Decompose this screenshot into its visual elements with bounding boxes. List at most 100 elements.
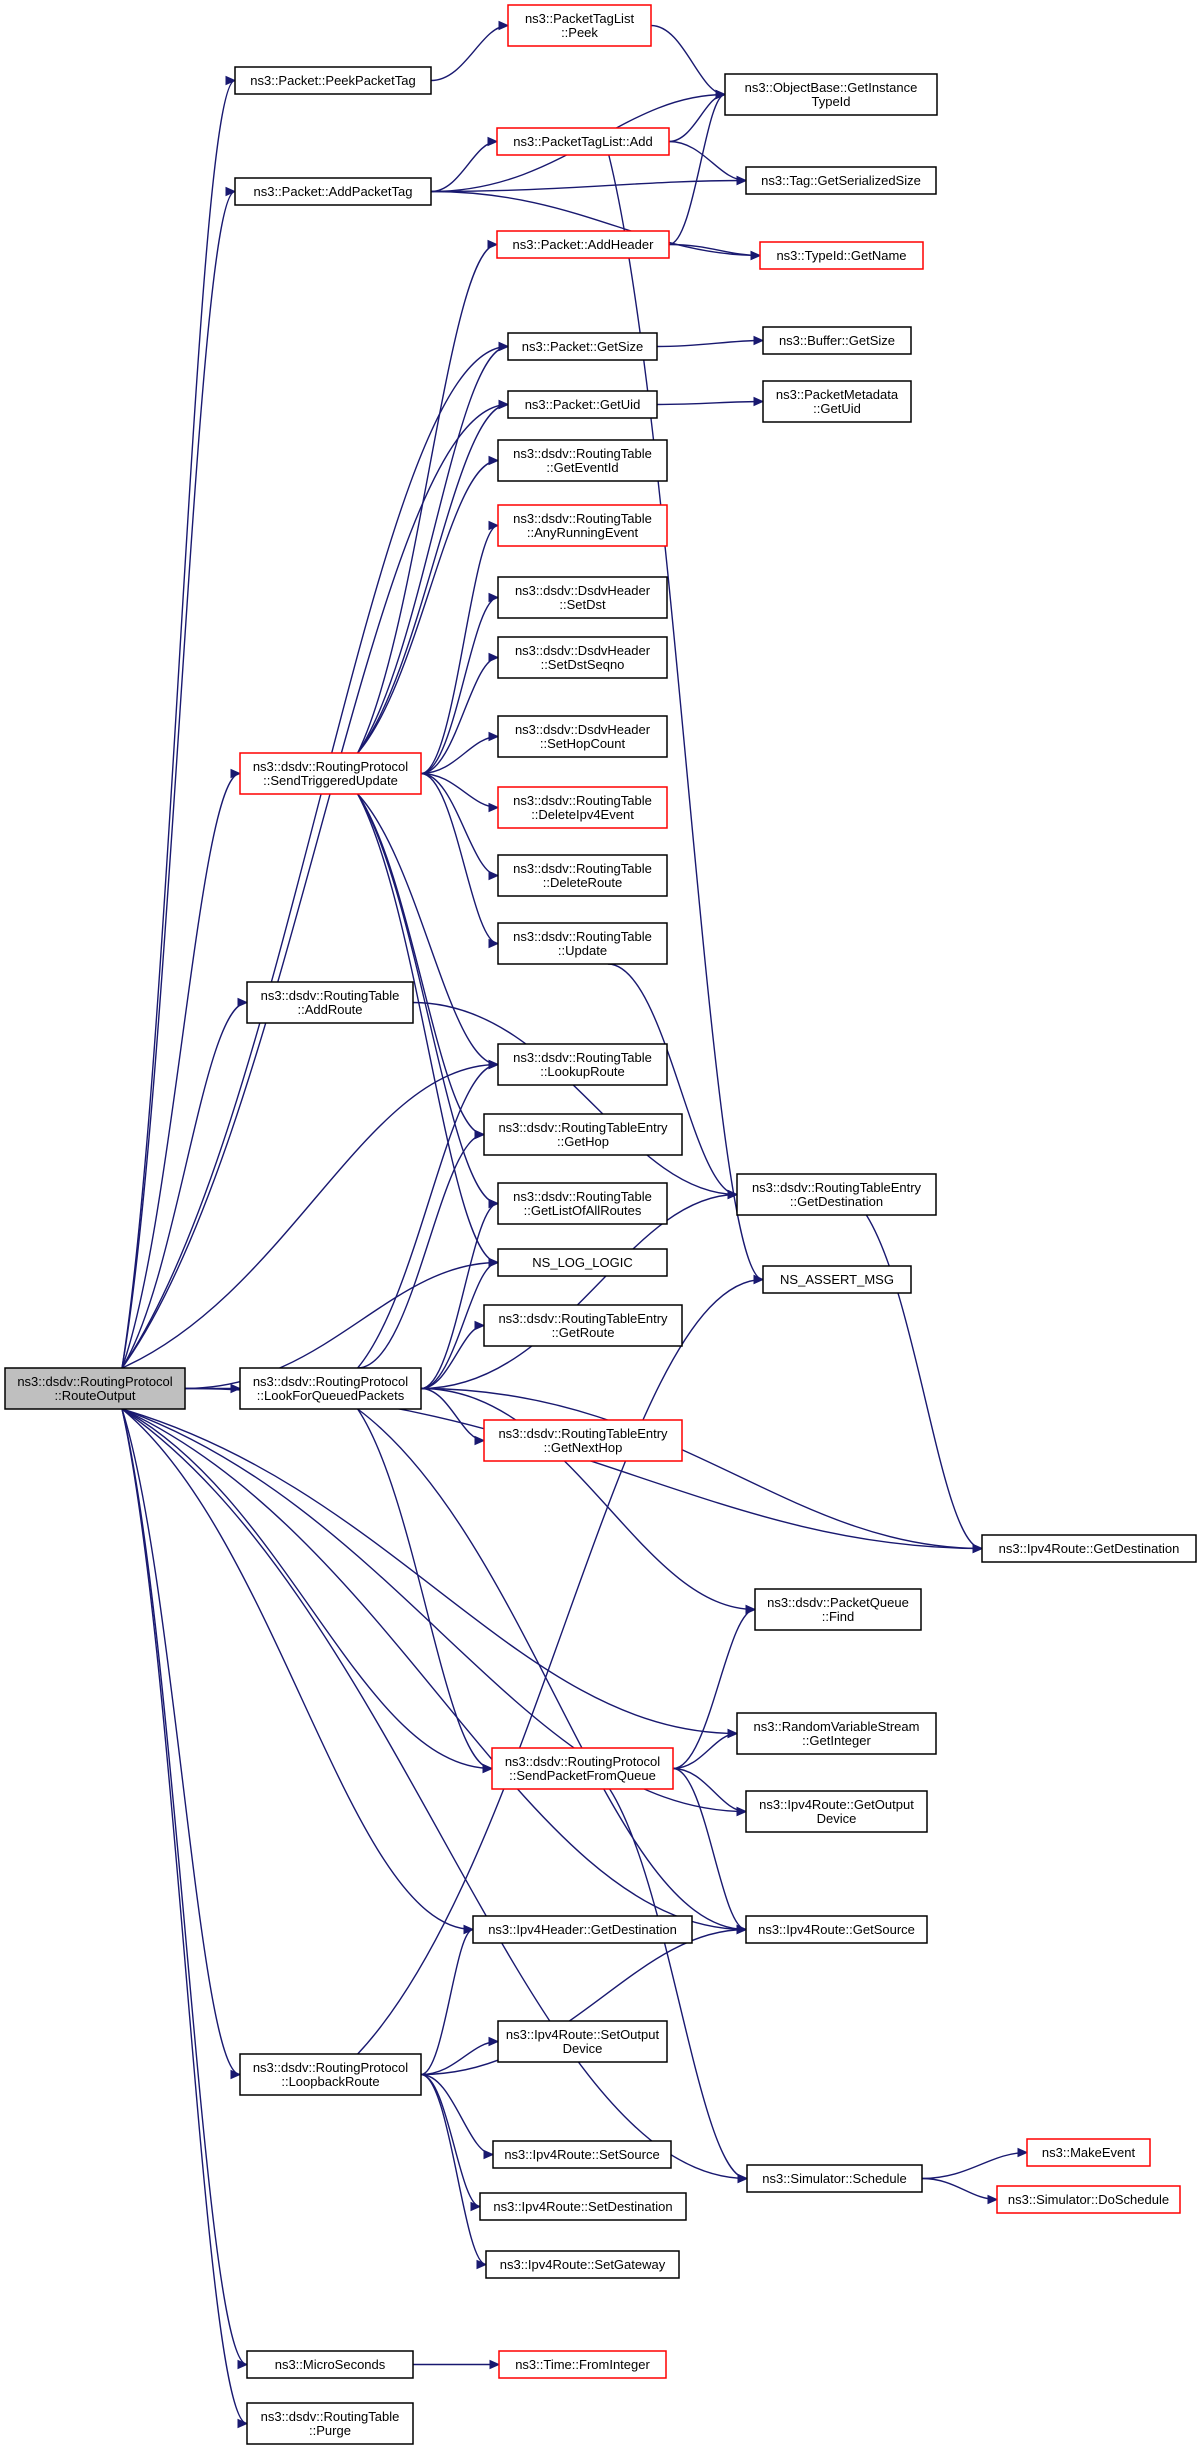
node-box xyxy=(492,2140,672,2169)
node-loopback-route[interactable]: ns3::dsdv::RoutingProtocol::LoopbackRout… xyxy=(239,2053,422,2096)
node-packet-get-size[interactable]: ns3::Packet::GetSize xyxy=(507,332,658,361)
node-box xyxy=(4,1367,186,1410)
arrow-head xyxy=(488,455,500,466)
node-label: ns3::Packet::GetSize xyxy=(522,339,643,354)
node-do-schedule[interactable]: ns3::Simulator::DoSchedule xyxy=(996,2185,1181,2214)
node-micro-seconds[interactable]: ns3::MicroSeconds xyxy=(246,2350,414,2379)
node-table-purge[interactable]: ns3::dsdv::RoutingTable::Purge xyxy=(246,2402,414,2445)
edge-line xyxy=(121,1408,248,2366)
edge-add-header-to-type-id-get-name xyxy=(668,243,762,261)
node-look-for-queued-packets[interactable]: ns3::dsdv::RoutingProtocol::LookForQueue… xyxy=(239,1367,422,1410)
edge-line xyxy=(420,1387,756,1611)
node-any-running-event[interactable]: ns3::dsdv::RoutingTable::AnyRunningEvent xyxy=(497,504,668,547)
edge-add-packet-tag-to-tag-serialized-size xyxy=(430,175,748,193)
node-label: ::GetUid xyxy=(813,401,861,416)
edge-line xyxy=(420,1387,983,1550)
node-get-event-id[interactable]: ns3::dsdv::RoutingTable::GetEventId xyxy=(497,439,668,482)
node-add-header[interactable]: ns3::Packet::AddHeader xyxy=(496,230,670,259)
edge-packet-get-uid-to-metadata-get-uid xyxy=(656,396,765,407)
node-time-from-integer[interactable]: ns3::Time::FromInteger xyxy=(498,2350,667,2379)
node-label: ns3::dsdv::DsdvHeader xyxy=(515,722,651,737)
edge-send-packet-from-queue-to-ipv4-route-get-output-device xyxy=(672,1767,748,1817)
edge-line xyxy=(121,1063,499,1369)
arrow-head xyxy=(483,2149,495,2160)
node-label: ns3::RandomVariableStream xyxy=(754,1719,920,1734)
node-set-dst-seqno[interactable]: ns3::dsdv::DsdvHeader::SetDstSeqno xyxy=(497,636,668,679)
node-get-list-of-all-routes[interactable]: ns3::dsdv::RoutingTable::GetListOfAllRou… xyxy=(497,1182,668,1225)
node-peek-packet-tag[interactable]: ns3::Packet::PeekPacketTag xyxy=(234,66,432,95)
arrow-head xyxy=(498,399,510,410)
arrow-head xyxy=(482,1763,494,1774)
arrow-head xyxy=(715,89,727,100)
edge-loopback-route-to-set-source xyxy=(420,2073,495,2160)
arrow-head xyxy=(230,2069,242,2080)
edge-send-packet-from-queue-to-packet-queue-find xyxy=(672,1604,757,1770)
node-tag-list-peek[interactable]: ns3::PacketTagList::Peek xyxy=(507,4,652,47)
node-label: ns3::Ipv4Route::GetSource xyxy=(758,1922,915,1937)
node-set-source[interactable]: ns3::Ipv4Route::SetSource xyxy=(492,2140,672,2169)
edge-line xyxy=(420,1928,474,2076)
node-label: ns3::dsdv::RoutingProtocol xyxy=(253,2060,408,2075)
node-box xyxy=(485,2250,680,2279)
edge-root-to-simulator-schedule xyxy=(121,1408,749,2184)
edge-look-for-queued-packets-to-lookup-route xyxy=(357,1059,500,1369)
node-simulator-schedule[interactable]: ns3::Simulator::Schedule xyxy=(746,2164,923,2193)
edge-line xyxy=(668,93,726,246)
node-box xyxy=(491,1747,674,1790)
node-set-destination[interactable]: ns3::Ipv4Route::SetDestination xyxy=(479,2192,687,2221)
edge-root-to-send-triggered-update xyxy=(121,768,242,1369)
node-ipv4-route-get-destination[interactable]: ns3::Ipv4Route::GetDestination xyxy=(981,1534,1197,1563)
node-lookup-route[interactable]: ns3::dsdv::RoutingTable::LookupRoute xyxy=(497,1043,668,1086)
node-type-id-get-name[interactable]: ns3::TypeId::GetName xyxy=(759,241,924,270)
node-label: ns3::dsdv::RoutingTable xyxy=(261,988,400,1003)
arrow-head xyxy=(487,136,499,147)
edge-line xyxy=(121,1408,493,1770)
node-entry-get-hop[interactable]: ns3::dsdv::RoutingTableEntry::GetHop xyxy=(483,1113,683,1156)
node-add-route[interactable]: ns3::dsdv::RoutingTable::AddRoute xyxy=(246,981,414,1024)
node-tag-serialized-size[interactable]: ns3::Tag::GetSerializedSize xyxy=(745,166,937,195)
node-label: ns3::Ipv4Route::SetGateway xyxy=(500,2257,666,2272)
node-box xyxy=(759,241,924,270)
node-entry-get-route[interactable]: ns3::dsdv::RoutingTableEntry::GetRoute xyxy=(483,1304,683,1347)
edge-line xyxy=(420,596,499,775)
node-label: ::SetDstSeqno xyxy=(541,657,625,672)
node-set-hop-count[interactable]: ns3::dsdv::DsdvHeader::SetHopCount xyxy=(497,715,668,758)
node-ipv4-header-get-destination[interactable]: ns3::Ipv4Header::GetDestination xyxy=(472,1915,693,1944)
node-packet-queue-find[interactable]: ns3::dsdv::PacketQueue::Find xyxy=(754,1588,922,1631)
edge-tag-list-add-to-tag-serialized-size xyxy=(668,140,748,186)
node-send-packet-from-queue[interactable]: ns3::dsdv::RoutingProtocol::SendPacketFr… xyxy=(491,1747,674,1790)
node-ns-log-logic[interactable]: NS_LOG_LOGIC xyxy=(497,1248,668,1277)
node-make-event[interactable]: ns3::MakeEvent xyxy=(1026,2138,1151,2167)
node-ipv4-route-get-source[interactable]: ns3::Ipv4Route::GetSource xyxy=(745,1915,928,1944)
edge-look-for-queued-packets-to-ipv4-route-get-source xyxy=(357,1408,748,1935)
node-root[interactable]: ns3::dsdv::RoutingProtocol::RouteOutput xyxy=(4,1367,186,1410)
node-box xyxy=(497,1248,668,1277)
edge-line xyxy=(420,2040,499,2076)
node-random-get-integer[interactable]: ns3::RandomVariableStream::GetInteger xyxy=(736,1712,937,1755)
node-label: NS_ASSERT_MSG xyxy=(780,1272,894,1287)
node-entry-get-destination[interactable]: ns3::dsdv::RoutingTableEntry::GetDestina… xyxy=(736,1173,937,1216)
node-delete-ipv4-event[interactable]: ns3::dsdv::RoutingTable::DeleteIpv4Event xyxy=(497,786,668,829)
node-set-gateway[interactable]: ns3::Ipv4Route::SetGateway xyxy=(485,2250,680,2279)
node-table-update[interactable]: ns3::dsdv::RoutingTable::Update xyxy=(497,922,668,965)
node-tag-list-add[interactable]: ns3::PacketTagList::Add xyxy=(496,127,670,156)
arrow-head xyxy=(736,175,748,186)
node-box xyxy=(736,1712,937,1755)
node-entry-get-next-hop[interactable]: ns3::dsdv::RoutingTableEntry::GetNextHop xyxy=(483,1419,683,1462)
node-label: ::GetInteger xyxy=(802,1733,871,1748)
node-add-packet-tag[interactable]: ns3::Packet::AddPacketTag xyxy=(234,177,432,206)
node-delete-route[interactable]: ns3::dsdv::RoutingTable::DeleteRoute xyxy=(497,854,668,897)
node-ns-assert-msg[interactable]: NS_ASSERT_MSG xyxy=(762,1265,912,1294)
node-set-dst[interactable]: ns3::dsdv::DsdvHeader::SetDst xyxy=(497,576,668,619)
node-label: ns3::dsdv::PacketQueue xyxy=(767,1595,909,1610)
edge-line xyxy=(357,1063,499,1369)
edge-send-triggered-update-to-set-dst-seqno xyxy=(420,652,500,775)
node-send-triggered-update[interactable]: ns3::dsdv::RoutingProtocol::SendTriggere… xyxy=(239,752,422,795)
edge-line xyxy=(668,140,747,182)
node-metadata-get-uid[interactable]: ns3::PacketMetadata::GetUid xyxy=(762,380,912,423)
node-packet-get-uid[interactable]: ns3::Packet::GetUid xyxy=(507,390,658,419)
node-buffer-get-size[interactable]: ns3::Buffer::GetSize xyxy=(762,326,912,355)
